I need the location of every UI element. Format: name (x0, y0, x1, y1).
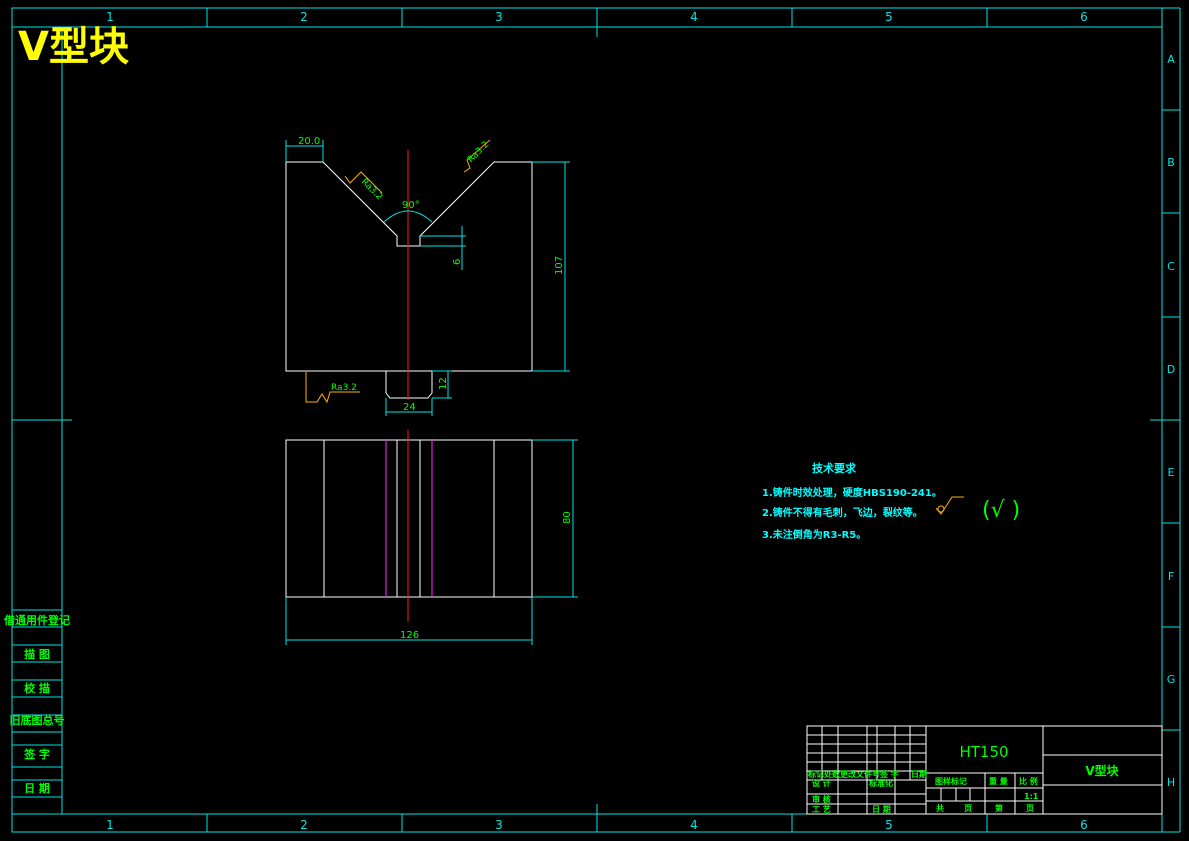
row-label-h: H (1167, 776, 1175, 789)
col-label-bottom-4: 4 (690, 818, 698, 832)
row-label-f: F (1168, 570, 1174, 583)
left-stamp-frame (11, 609, 63, 815)
tb-signature: 签 字 (879, 769, 899, 779)
tb-change-doc: 更改文件号 (840, 769, 880, 779)
tb-scale: 1:1 (1024, 792, 1039, 801)
row-label-g: G (1167, 673, 1176, 686)
tech-req-item-1: 1.铸件时效处理，硬度HBS190-241。 (762, 486, 942, 499)
top-view (285, 439, 533, 598)
row-label-a: A (1167, 53, 1175, 66)
roughness-bottom (305, 372, 360, 404)
dim-angle-arc (383, 210, 433, 223)
front-view (285, 161, 533, 399)
tb-date-head: 日期 (911, 769, 927, 779)
tb-sheet-unit: 页 (964, 804, 972, 813)
dim-height-text: 107 (554, 256, 565, 275)
tb-review: 审 核 (812, 794, 831, 804)
roughness-right-v-text: Ra3.2 (466, 140, 491, 165)
stamp-old-drawing-no: 旧底图总号 (10, 713, 65, 727)
bottom-slot-profile (385, 371, 433, 399)
tb-design: 设 计 (812, 778, 831, 788)
tech-req-heading: 技术要求 (812, 461, 857, 475)
row-label-d: D (1167, 363, 1175, 376)
tb-mark-count: 标记处数 (807, 769, 841, 779)
dim-groove-depth-text: 6 (452, 259, 463, 265)
col-label-bottom-2: 2 (300, 818, 308, 832)
roughness-left-v (344, 171, 383, 194)
dim-side-height-text: 80 (562, 511, 573, 524)
material-text: HT150 (959, 743, 1008, 761)
roughness-right-v (463, 139, 491, 173)
dim-top-width (285, 140, 324, 162)
col-label-bottom-5: 5 (885, 818, 893, 832)
dim-slot-width-text: 24 (403, 402, 416, 413)
col-label-bottom-1: 1 (106, 818, 114, 832)
dim-side-height (532, 439, 578, 598)
tech-req-item-3: 3.未注倒角为R3-R5。 (762, 528, 866, 541)
row-dividers (12, 109, 1180, 731)
roughness-left-v-text: Ra3.2 (359, 177, 384, 202)
tb-no: 第 (995, 803, 1003, 813)
top-view-hidden-lines (385, 440, 433, 597)
tb-scale-label: 比 例 (1019, 776, 1038, 786)
general-roughness-text: (√ ) (982, 498, 1020, 523)
dim-length (285, 597, 533, 645)
col-label-top-3: 3 (495, 10, 503, 24)
inner-frame (61, 26, 1163, 815)
dim-groove-depth (420, 226, 466, 270)
tb-process: 工 艺 (812, 804, 831, 814)
stamp-check-tracing: 校 描 (24, 681, 50, 695)
tb-standardize: 标准化 (868, 778, 893, 788)
drawing-title: V型块 (18, 24, 129, 70)
outer-frame (11, 7, 1163, 833)
dim-length-text: 126 (400, 630, 419, 641)
tb-stage-mark: 图样标记 (935, 776, 967, 786)
row-label-b: B (1167, 156, 1175, 169)
front-view-outline (285, 161, 533, 372)
tb-total: 共 (936, 803, 944, 813)
part-name-text: V型块 (1085, 763, 1119, 778)
tb-sheet-unit2: 页 (1026, 804, 1034, 813)
col-label-top-6: 6 (1080, 10, 1088, 24)
tb-date: 日 期 (872, 804, 891, 814)
row-label-e: E (1168, 466, 1175, 479)
roughness-bottom-text: Ra3.2 (331, 383, 357, 393)
col-label-top-5: 5 (885, 10, 893, 24)
col-label-top-2: 2 (300, 10, 308, 24)
tech-req-item-2: 2.铸件不得有毛刺，飞边，裂纹等。 (762, 506, 923, 519)
dim-slot-depth-text: 12 (438, 377, 449, 390)
col-label-top-4: 4 (690, 10, 698, 24)
col-label-top-1: 1 (106, 10, 114, 24)
dim-slot-depth (432, 370, 452, 399)
stamp-date: 日 期 (24, 781, 50, 795)
dim-top-width-text: 20.0 (298, 136, 320, 147)
col-label-bottom-3: 3 (495, 818, 503, 832)
dim-slot-width (385, 398, 433, 416)
stamp-borrowed: 借通用件登记 (3, 613, 70, 627)
general-roughness-symbol (935, 496, 964, 515)
column-dividers (206, 8, 988, 832)
dim-height (532, 161, 570, 372)
top-view-outline (285, 439, 533, 598)
title-block-frame (806, 725, 1163, 815)
stamp-tracing: 描 图 (24, 647, 50, 661)
col-label-bottom-6: 6 (1080, 818, 1088, 832)
dim-angle-text: 90° (402, 200, 420, 211)
stamp-signature: 签 字 (23, 747, 50, 761)
tb-weight: 重 量 (989, 776, 1008, 786)
row-label-c: C (1167, 260, 1175, 273)
